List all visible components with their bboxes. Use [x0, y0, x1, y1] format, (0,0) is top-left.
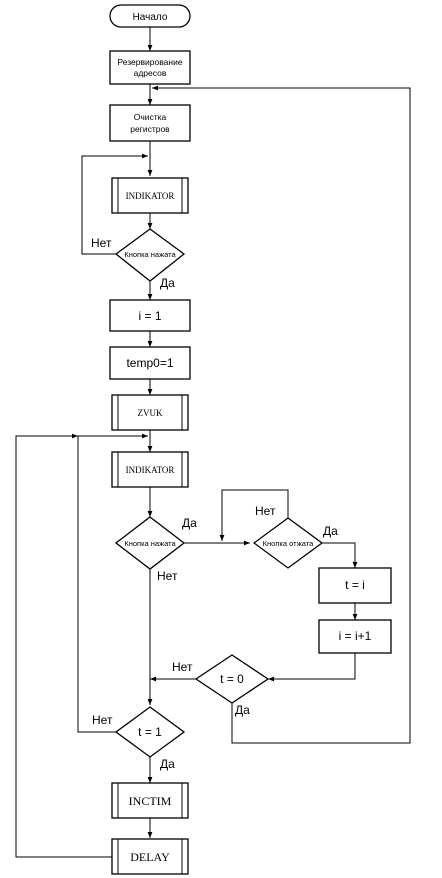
edge-inc-t0	[268, 653, 356, 682]
decision3-yes-label: Да	[323, 524, 338, 538]
zvuk-label: ZVUK	[138, 408, 163, 418]
t1-yes-label: Да	[160, 757, 175, 771]
clear-registers-block: Очистка регистров	[109, 104, 191, 142]
indicator-subroutine-1: INDIKATOR	[111, 177, 189, 214]
edge-delay-loop	[15, 433, 112, 858]
decision-button-pressed-1: Кнопка нажата	[114, 228, 186, 282]
ti-label: t = i	[345, 578, 365, 592]
edge-decision3-yes	[322, 542, 358, 568]
clear-label-line1: Очистка	[134, 112, 167, 122]
t0-label: t = 0	[220, 672, 244, 686]
temp0-label: temp0=1	[126, 356, 173, 370]
t1-label: t = 1	[138, 725, 162, 739]
indicator-subroutine-2: INDIKATOR	[111, 451, 189, 488]
start-label: Начало	[133, 12, 168, 23]
edge-decision1-no-loop	[81, 153, 148, 255]
indicator1-label: INDIKATOR	[126, 191, 175, 201]
t0-no-label: Нет	[172, 660, 193, 674]
connectors	[15, 27, 411, 858]
assign-i-1-block: i = 1	[109, 299, 191, 332]
start-terminal: Начало	[109, 4, 191, 28]
inc-label: i = i+1	[339, 629, 372, 643]
indicator2-label: INDIKATOR	[126, 465, 175, 475]
zvuk-subroutine: ZVUK	[111, 394, 189, 431]
decision3-label: Кнопка отжата	[263, 539, 315, 548]
edge-decision3-no-loop	[219, 489, 289, 541]
decision2-no-label: Нет	[157, 569, 178, 583]
decision2-yes-label: Да	[182, 516, 197, 530]
edge-t0-yes-loop	[152, 85, 411, 744]
inctim-label: INCTIM	[129, 794, 172, 808]
decision2-label: Кнопка нажата	[124, 539, 176, 548]
inctim-subroutine: INCTIM	[111, 782, 189, 819]
decision1-yes-label: Да	[160, 276, 175, 290]
decision3-no-label: Нет	[255, 504, 276, 518]
assign-temp0-block: temp0=1	[109, 346, 191, 380]
reserve-label-line1: Резервирование	[117, 57, 182, 67]
clear-label-line2: регистров	[130, 124, 170, 134]
t0-yes-label: Да	[235, 703, 250, 717]
decision-t-0: t = 0	[194, 654, 270, 704]
delay-subroutine: DELAY	[111, 838, 189, 875]
delay-label: DELAY	[130, 850, 170, 864]
decision-t-1: t = 1	[114, 706, 186, 758]
decision-button-released: Кнопка отжата	[252, 517, 324, 569]
increment-i-block: i = i+1	[318, 619, 392, 654]
reserve-address-block: Резервирование адресов	[109, 50, 191, 85]
t1-no-label: Нет	[92, 713, 113, 727]
decision1-label: Кнопка нажата	[124, 250, 176, 259]
i1-label: i = 1	[138, 309, 161, 323]
decision1-no-label: Нет	[91, 236, 112, 250]
assign-t-i-block: t = i	[318, 567, 392, 604]
decision-button-pressed-2: Кнопка нажата	[114, 516, 186, 570]
edge-t1-no-loop	[77, 433, 148, 733]
reserve-label-line2: адресов	[134, 68, 167, 78]
